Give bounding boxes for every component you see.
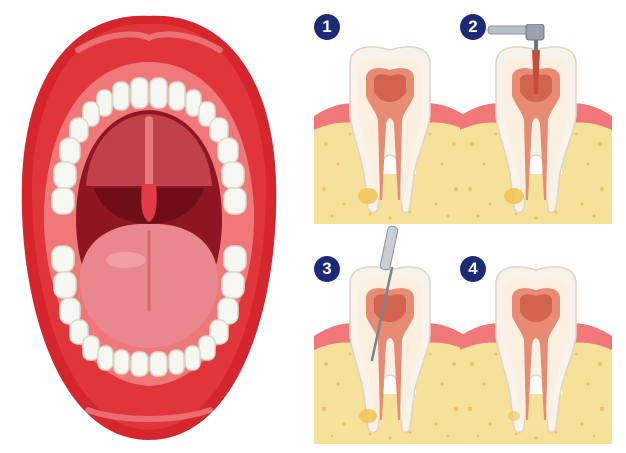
step-2-panel: 2 (460, 14, 612, 224)
step-1-badge: 1 (314, 14, 340, 40)
lower-teeth (51, 245, 247, 377)
open-mouth-illustration (21, 15, 277, 440)
tooth-cross-section-3 (314, 266, 466, 444)
step-4-panel: 4 (460, 224, 612, 444)
step-3-badge: 3 (314, 256, 340, 282)
dental-drill-icon (487, 24, 545, 52)
tooth-cross-section-4 (460, 266, 612, 444)
upper-teeth (51, 77, 247, 215)
root-canal-file-icon (370, 225, 399, 362)
infection-spot (358, 188, 378, 204)
tooth-cross-section-1 (314, 46, 466, 224)
uvula (141, 184, 157, 222)
step-2-badge: 2 (460, 14, 486, 40)
tooth-cross-section-2 (460, 24, 612, 224)
step-4-badge: 4 (460, 256, 486, 282)
step-1-panel: 1 (314, 14, 466, 224)
step-3-panel: 3 (314, 224, 466, 444)
